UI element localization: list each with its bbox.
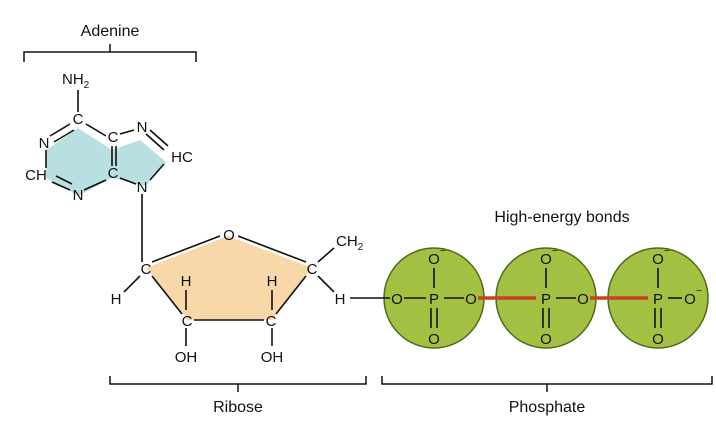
bridging-oxygen-2: O <box>465 291 477 308</box>
c4-hydrogen: H <box>335 291 346 308</box>
ribose-ring-oxygen: O <box>223 227 235 244</box>
ribose-label: Ribose <box>213 399 263 416</box>
n7-atom: N <box>137 119 148 136</box>
adenine-six-ring-fill <box>46 128 112 196</box>
c4-atom: C <box>307 261 318 278</box>
c3-hydrogen: H <box>267 273 278 290</box>
phosphate-1-top-oxygen: O <box>428 251 440 268</box>
terminal-oxygen: O <box>684 291 696 308</box>
c3-hydroxyl: OH <box>261 349 284 366</box>
phosphate-2-phosphorus: P <box>541 291 551 308</box>
c2-hydroxyl: OH <box>175 349 198 366</box>
phosphate-2-bottom-oxygen: O <box>540 331 552 348</box>
adenine-bonds <box>45 90 169 262</box>
c3-atom: C <box>266 313 277 330</box>
phosphate-chain-bonds <box>350 268 682 328</box>
adenine-five-ring-fill <box>112 140 166 186</box>
c1-atom: C <box>141 261 152 278</box>
ribose-bonds <box>123 235 335 346</box>
ribose-bracket <box>109 376 367 392</box>
phosphate-3-charge: − <box>664 246 670 257</box>
phosphate-bracket <box>381 376 713 392</box>
ribose-ring-fill <box>146 236 312 320</box>
terminal-oxygen-charge: − <box>696 286 702 297</box>
c5-atom: C <box>108 129 119 146</box>
phosphate-label: Phosphate <box>509 399 586 416</box>
phosphate-1-charge: − <box>440 246 446 257</box>
phosphate-3-top-oxygen: O <box>652 251 664 268</box>
ch2-group: CH2 <box>336 233 364 253</box>
c8-atom: HC <box>171 149 193 166</box>
phosphate-1-phosphorus: P <box>429 291 439 308</box>
n3-atom: N <box>73 187 84 204</box>
adenine-label: Adenine <box>81 23 140 40</box>
c4-atom: C <box>108 165 119 182</box>
c6-atom: C <box>73 111 84 128</box>
c1-hydrogen: H <box>111 291 122 308</box>
phosphate-1-bottom-oxygen: O <box>428 331 440 348</box>
c2-atom: CH <box>25 167 47 184</box>
nh2-atom: NH2 <box>62 71 90 91</box>
phosphate-3-phosphorus: P <box>653 291 663 308</box>
high-energy-bonds-label: High-energy bonds <box>494 209 629 226</box>
bridging-oxygen-3: O <box>577 291 589 308</box>
n9-atom: N <box>137 179 148 196</box>
phosphate-3-bottom-oxygen: O <box>652 331 664 348</box>
adenine-bracket <box>23 44 197 62</box>
phosphate-2-top-oxygen: O <box>540 251 552 268</box>
c2-hydrogen: H <box>181 273 192 290</box>
bridging-oxygen-1: O <box>391 291 403 308</box>
phosphate-2-charge: − <box>552 246 558 257</box>
n1-atom: N <box>39 135 50 152</box>
c2-atom: C <box>182 313 193 330</box>
